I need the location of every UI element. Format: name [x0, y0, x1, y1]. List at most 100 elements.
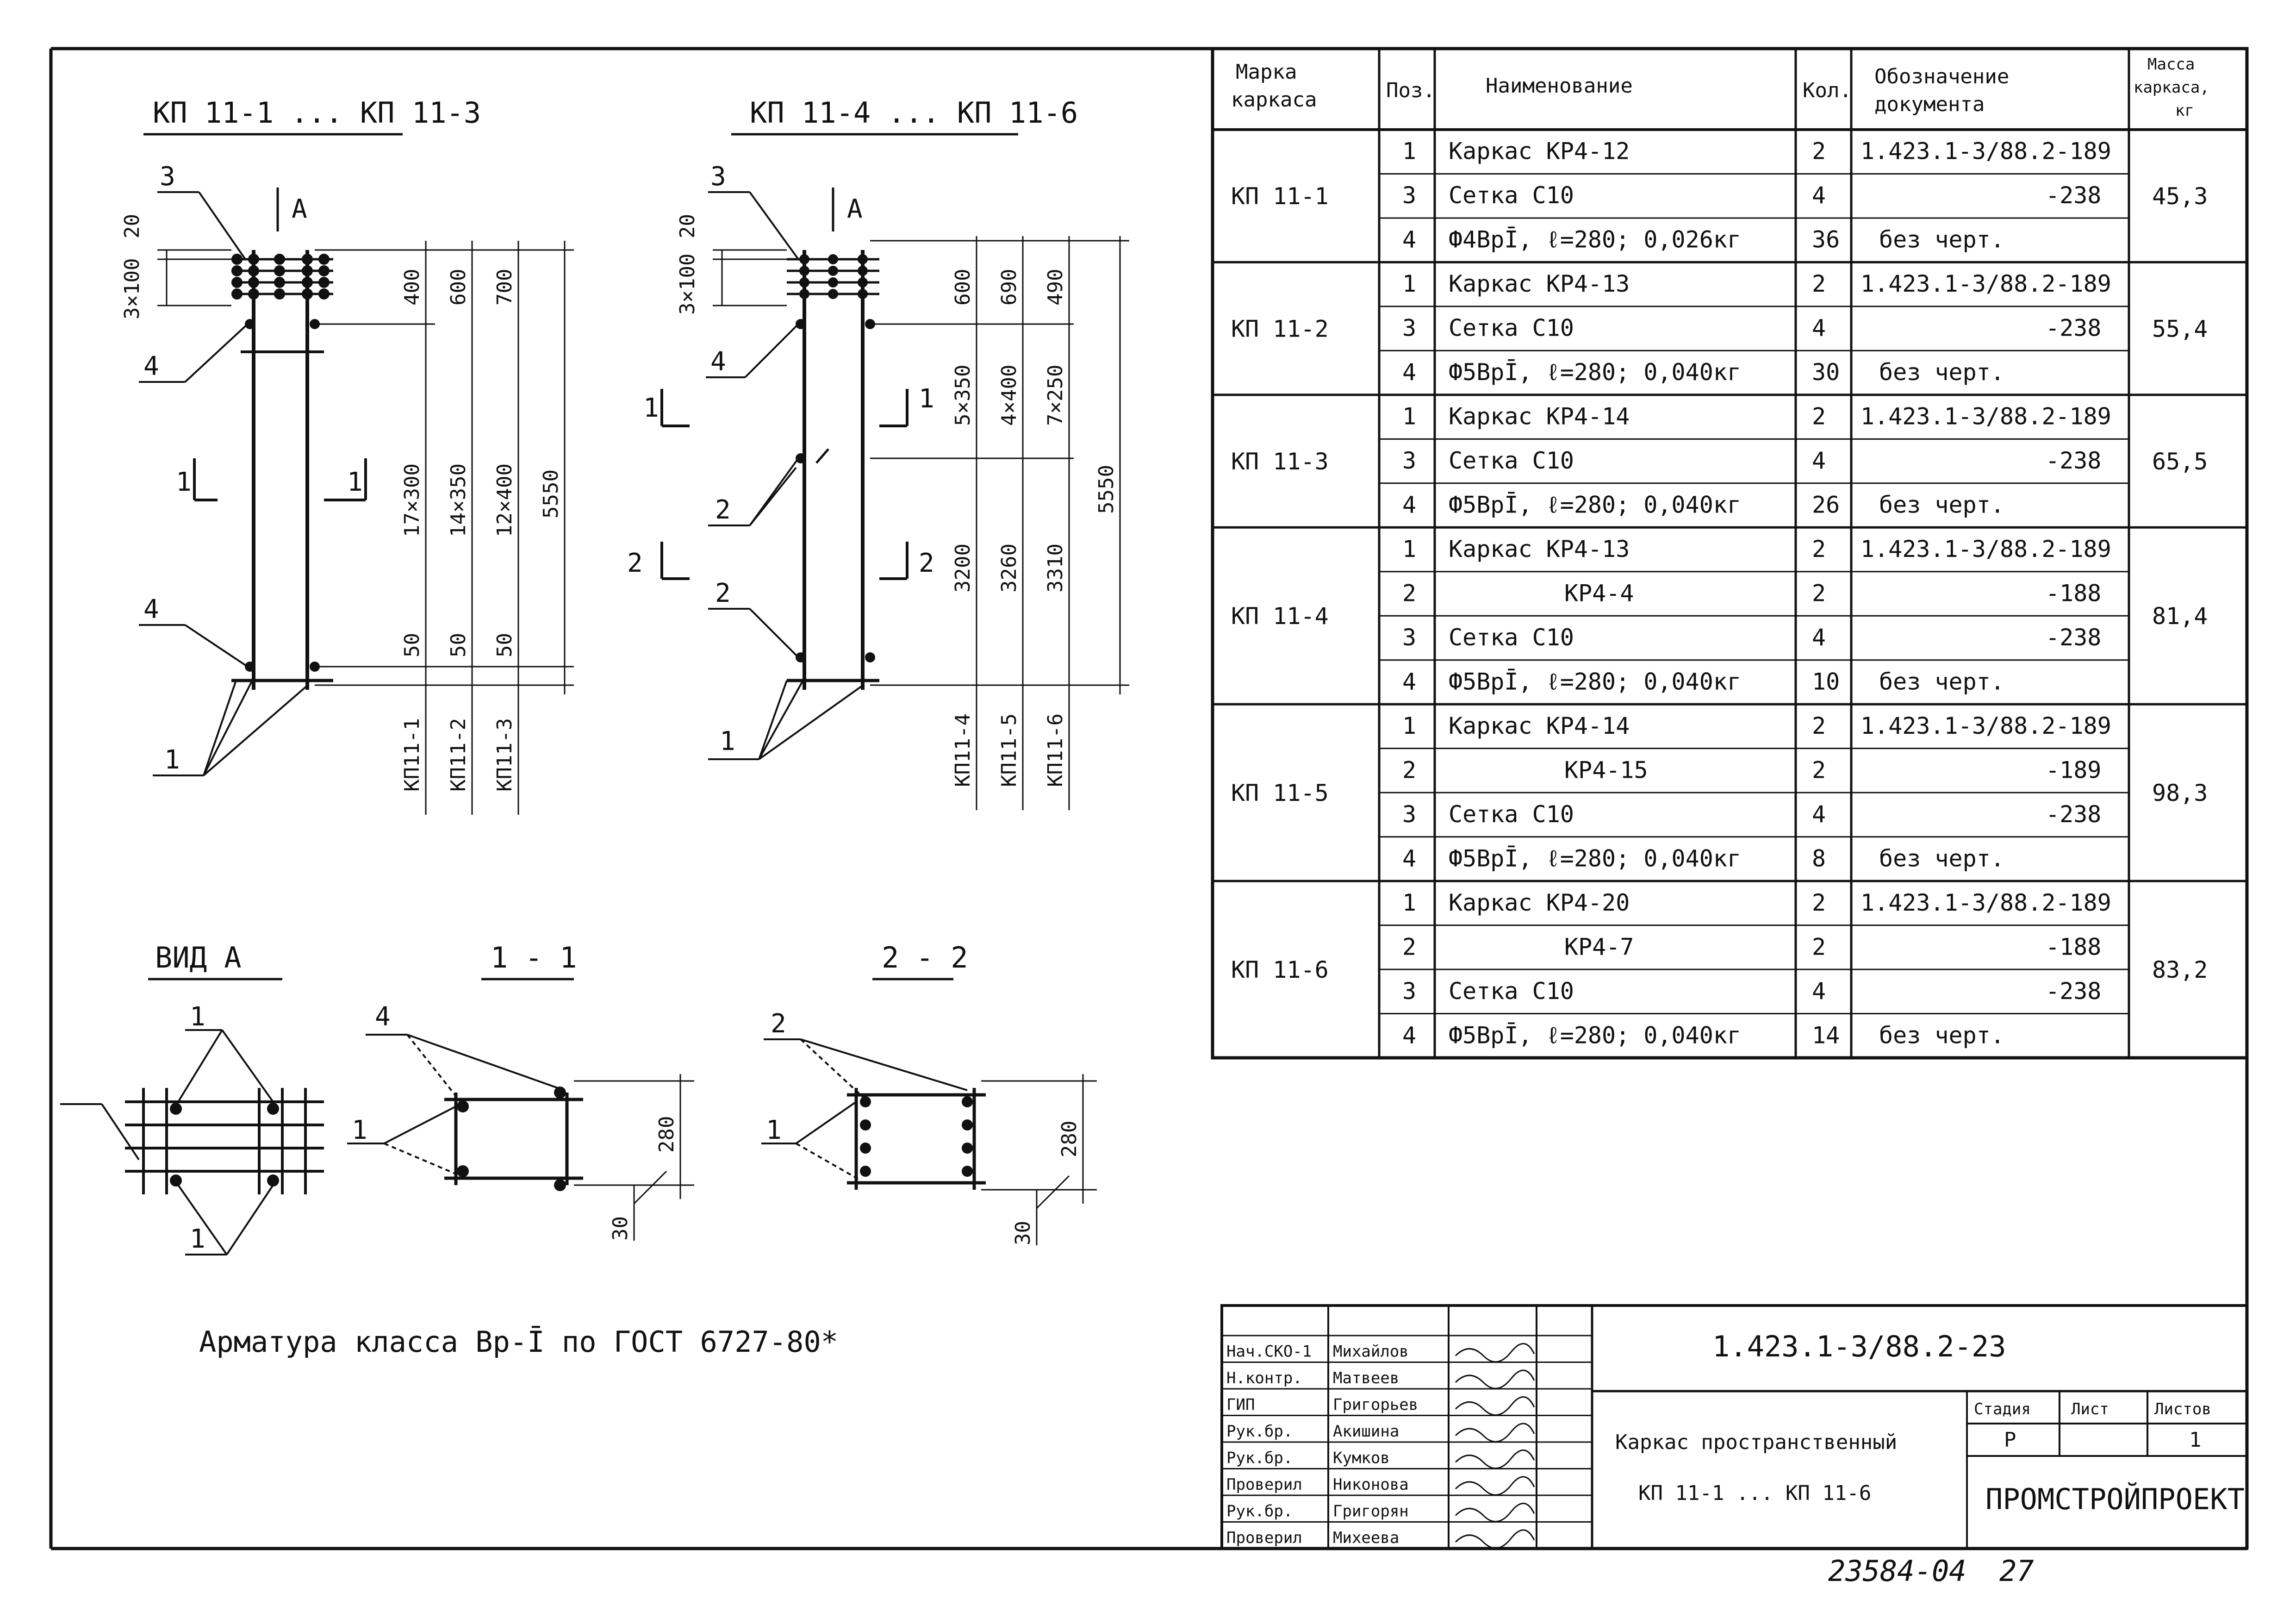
- section-mark-1-left: 1: [176, 458, 218, 501]
- section-mark-1-right-view: 1 1: [643, 384, 934, 427]
- spec-qty: 4: [1812, 447, 1826, 474]
- spec-pos: 4: [1402, 359, 1416, 386]
- stamp-title-1: Каркас пространственный: [1615, 1430, 1897, 1454]
- spec-pos: 2: [1402, 580, 1416, 607]
- spec-pos: 3: [1402, 447, 1416, 474]
- spec-doc: -238: [2046, 182, 2101, 209]
- stamp-role: Рук.бр.: [1226, 1449, 1293, 1468]
- svg-text:50: 50: [493, 633, 516, 657]
- section-2-2-title: 2 - 2: [882, 941, 968, 974]
- svg-text:50: 50: [400, 633, 424, 657]
- spec-qty: 14: [1812, 1022, 1840, 1049]
- spec-doc: 1.423.1-3/88.2-189: [1860, 138, 2111, 165]
- spec-pos: 1: [1402, 889, 1416, 916]
- page-number: 27: [1999, 1554, 2034, 1588]
- spec-doc: -238: [2046, 447, 2101, 474]
- view-a-marker-right: А: [847, 194, 863, 224]
- stamp-role: Проверил: [1226, 1529, 1302, 1547]
- spec-pos: 4: [1402, 845, 1416, 872]
- right-view-title: КП 11-4 ... КП 11-6: [750, 96, 1078, 130]
- spec-doc: -238: [2046, 315, 2101, 342]
- spec-doc: без черт.: [1879, 668, 2004, 695]
- spec-pos: 2: [1402, 933, 1416, 960]
- spec-pos: 1: [1402, 536, 1416, 562]
- spec-qty: 2: [1812, 536, 1826, 562]
- spec-pos: 1: [1402, 270, 1416, 297]
- svg-text:5550: 5550: [539, 469, 563, 518]
- spec-doc: -238: [2046, 624, 2101, 651]
- signature: [1455, 1476, 1535, 1496]
- spec-mass: 45,3: [2152, 183, 2208, 210]
- spec-name: Ф5ВрĪ, ℓ=280; 0,040кг: [1449, 845, 1741, 872]
- svg-text:3×100: 3×100: [120, 258, 144, 319]
- spec-qty: 2: [1812, 756, 1826, 783]
- stamp-sheets-h: Листов: [2154, 1400, 2211, 1418]
- header-mass-l3: кг: [2175, 101, 2194, 120]
- section-1-1-title: 1 - 1: [491, 941, 577, 974]
- spec-name: КР4-15: [1564, 756, 1648, 783]
- header-mass-l1: Масса: [2147, 55, 2195, 74]
- spec-name: Ф5ВрĪ, ℓ=280; 0,040кг: [1449, 359, 1741, 386]
- spec-pos: 3: [1402, 978, 1416, 1005]
- signature: [1455, 1343, 1535, 1363]
- header-pos: Поз.: [1386, 79, 1435, 102]
- svg-text:5550: 5550: [1095, 465, 1118, 514]
- spec-qty: 2: [1812, 403, 1826, 430]
- pos-2-label-right: 2: [715, 495, 731, 525]
- spec-mark: КП 11-6: [1231, 956, 1329, 983]
- svg-text:3310: 3310: [1044, 543, 1067, 593]
- svg-text:17×300: 17×300: [400, 463, 424, 537]
- spec-doc: без черт.: [1879, 845, 2004, 872]
- spec-qty: 2: [1812, 933, 1826, 960]
- stamp-person: Матвеев: [1333, 1369, 1399, 1387]
- signature: [1455, 1423, 1535, 1443]
- section-2-2-pos-2: 2: [771, 1009, 786, 1039]
- svg-text:3260: 3260: [997, 543, 1021, 593]
- stamp-role: Рук.бр.: [1226, 1422, 1293, 1441]
- svg-text:20: 20: [120, 214, 144, 238]
- spec-doc: без черт.: [1879, 1022, 2004, 1049]
- spec-mark: КП 11-5: [1231, 780, 1329, 806]
- spec-qty: 10: [1812, 668, 1840, 695]
- svg-text:1: 1: [176, 467, 192, 497]
- pos-1-label-right: 1: [720, 726, 735, 756]
- pos-1-label: 1: [164, 745, 180, 775]
- svg-text:КП11-5: КП11-5: [997, 713, 1021, 787]
- top-grid: [231, 254, 333, 300]
- spec-mass: 83,2: [2152, 956, 2208, 983]
- spec-pos: 2: [1402, 756, 1416, 783]
- spec-doc: 1.423.1-3/88.2-189: [1860, 270, 2111, 297]
- spec-qty: 36: [1812, 226, 1840, 253]
- section-2-2-pos-1: 1: [766, 1115, 782, 1145]
- spec-pos: 3: [1402, 182, 1416, 209]
- section-2-2: 2 - 2 2 1 280 30: [761, 941, 1097, 1245]
- spec-doc: 1.423.1-3/88.2-189: [1860, 889, 2111, 916]
- spec-name: Сетка С10: [1449, 315, 1574, 342]
- spec-pos: 3: [1402, 315, 1416, 342]
- spec-mark: КП 11-4: [1231, 603, 1329, 630]
- view-a-pos-1-top: 1: [190, 1002, 205, 1032]
- pos-4-label-lower: 4: [143, 594, 159, 625]
- spec-qty: 2: [1812, 889, 1826, 916]
- stamp-stage: Р: [2004, 1428, 2016, 1452]
- spec-pos: 3: [1402, 801, 1416, 828]
- spec-pos: 3: [1402, 624, 1416, 651]
- stamp-sheet-h: Лист: [2071, 1400, 2109, 1418]
- stamp-person: Григорян: [1333, 1502, 1409, 1521]
- svg-text:12×400: 12×400: [493, 463, 516, 537]
- view-a-marker: А: [292, 194, 307, 224]
- svg-text:600: 600: [951, 269, 975, 306]
- svg-text:5×350: 5×350: [951, 365, 975, 426]
- svg-text:2: 2: [627, 548, 643, 578]
- pos-3-label: 3: [160, 162, 175, 192]
- stamp-role: Нач.СКО-1: [1226, 1343, 1312, 1361]
- spec-mark: КП 11-2: [1231, 316, 1329, 343]
- svg-text:1: 1: [347, 467, 363, 497]
- stamp-person: Никонова: [1333, 1475, 1409, 1494]
- section-1-1: 1 - 1 4 1 280 30: [347, 941, 694, 1241]
- svg-text:КП11-4: КП11-4: [951, 713, 975, 787]
- spec-doc: -189: [2046, 756, 2101, 783]
- inventory-number: 23584-04: [1828, 1554, 1966, 1588]
- stamp-person: Акишина: [1333, 1422, 1399, 1441]
